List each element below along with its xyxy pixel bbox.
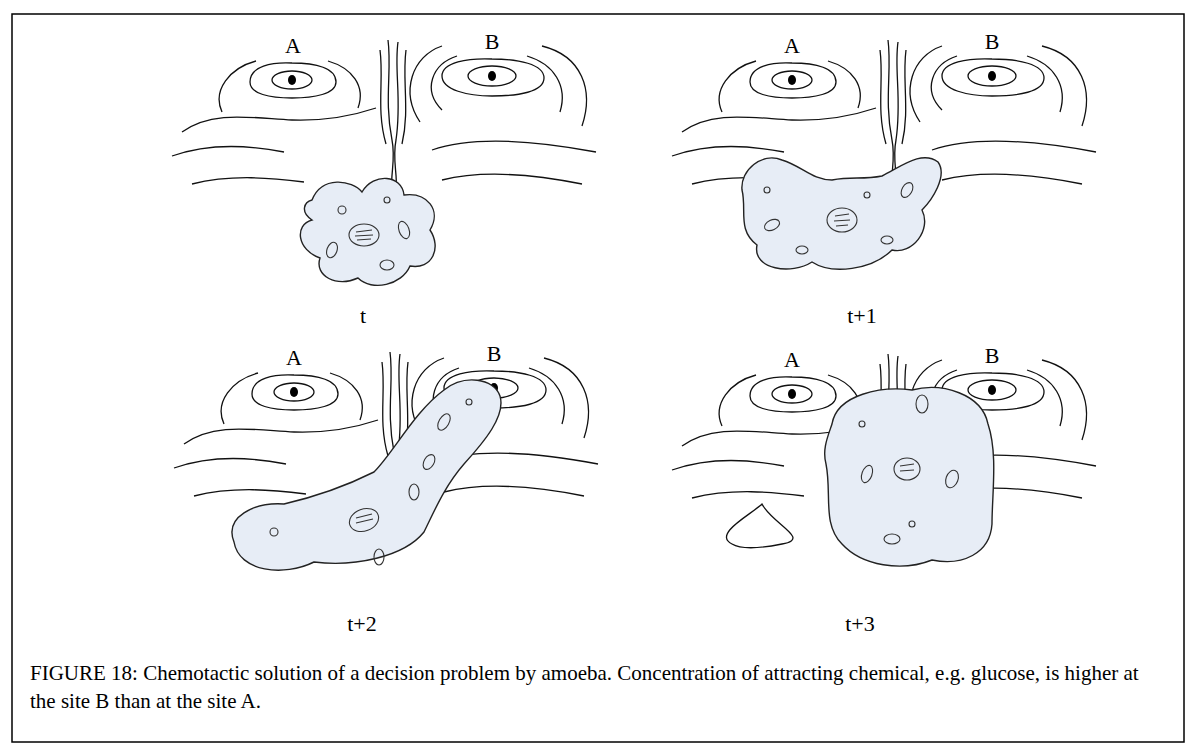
site-label: B	[985, 31, 1000, 53]
site-label: B	[985, 345, 1000, 367]
time-label: t+3	[845, 613, 875, 635]
panel-t3	[672, 354, 1096, 566]
panel-t2	[174, 352, 598, 570]
panel-t1	[672, 40, 1096, 269]
time-label: t	[360, 305, 366, 327]
panel-t	[172, 40, 596, 285]
time-label: t+1	[847, 305, 877, 327]
site-label: A	[286, 347, 302, 369]
site-label: B	[487, 343, 502, 365]
site-label: A	[285, 35, 301, 57]
figure-caption: FIGURE 18: Chemotactic solution of a dec…	[30, 660, 1160, 716]
time-label: t+2	[347, 613, 377, 635]
site-label: A	[784, 35, 800, 57]
site-label: B	[485, 31, 500, 53]
site-label: A	[784, 349, 800, 371]
figure-frame	[12, 14, 1184, 742]
